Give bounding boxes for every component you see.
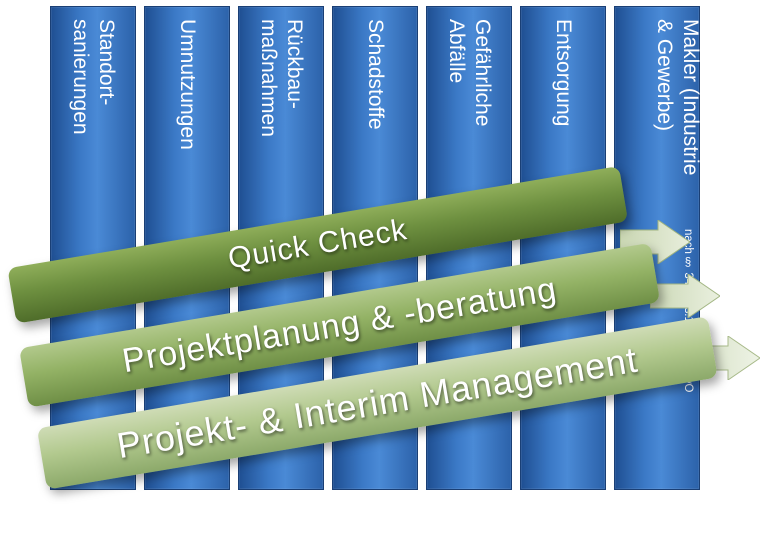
arrow-right-icon (650, 274, 720, 318)
column-label: Makler (Industrie & Gewerbe) (653, 19, 702, 176)
column-entsorgung: Entsorgung (520, 6, 606, 490)
column-standortsanierungen: Standort- sanierungen (50, 6, 136, 490)
column-label: Gefährliche Abfälle (445, 19, 494, 127)
column-label: Rückbau- maßnahmen (257, 19, 306, 137)
column-label: Schadstoffe (364, 19, 387, 130)
column-label: Standort- sanierungen (69, 19, 118, 135)
column-label: Umnutzungen (176, 19, 199, 150)
column-label: Entsorgung (552, 19, 575, 127)
